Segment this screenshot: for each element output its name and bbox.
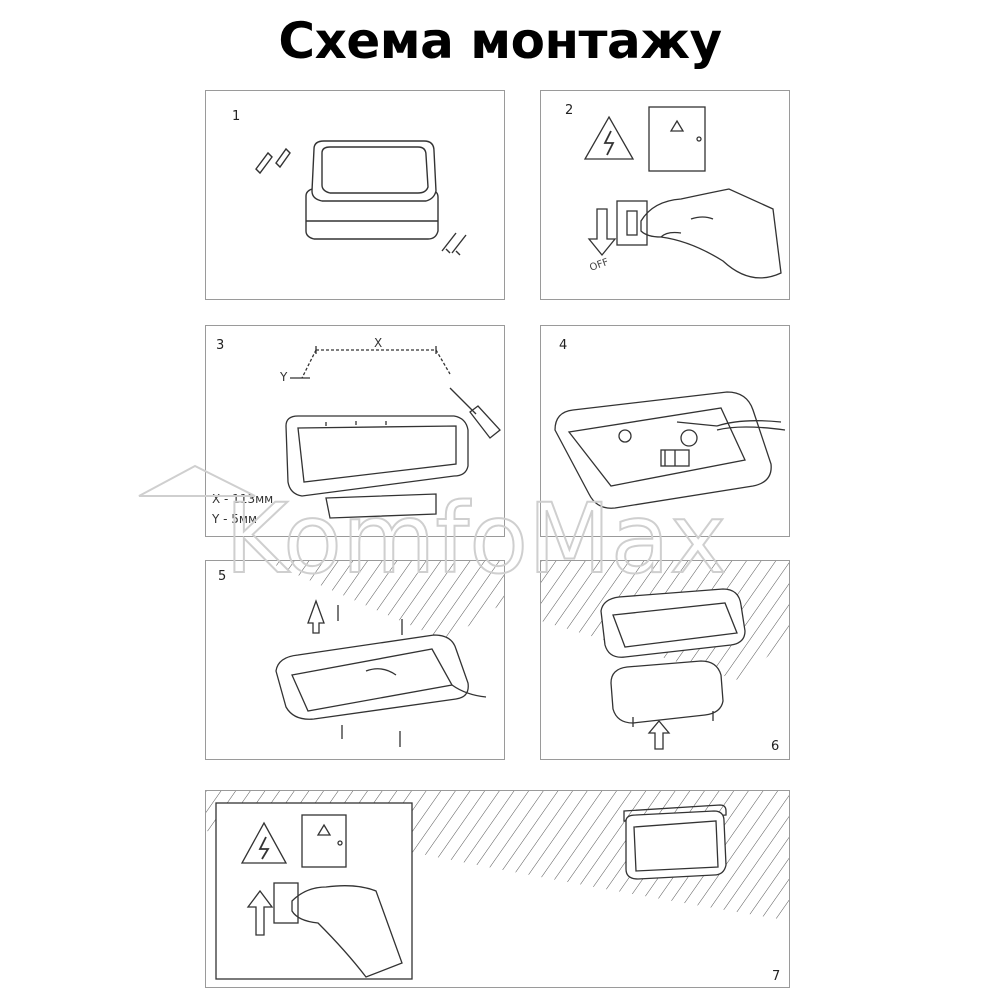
terminal-block-icon — [660, 449, 690, 467]
high-voltage-warning-icon — [240, 821, 288, 864]
screw-icon — [441, 232, 467, 256]
power-on-illustration — [206, 791, 789, 980]
arrow-up-icon — [246, 889, 274, 936]
arrow-up-icon — [647, 719, 671, 750]
step-7-panel: 7 — [205, 790, 790, 988]
power-off-illustration: OFF — [583, 106, 782, 279]
page-title: Схема монтажу — [278, 12, 722, 70]
wiring-connection-illustration — [554, 391, 786, 509]
step-6-number: 6 — [771, 739, 780, 754]
electrical-panel-icon — [301, 814, 347, 868]
step-1-panel: 1 — [205, 90, 505, 300]
step-1-number: 1 — [232, 109, 241, 124]
hand-illustration — [291, 885, 403, 978]
arrow-down-icon — [587, 208, 617, 257]
screw-icon — [618, 429, 632, 443]
step-7-number: 7 — [772, 969, 781, 984]
mounting-base-dimensions-illustration — [285, 346, 501, 519]
step-3-number: 3 — [216, 338, 225, 353]
installed-luminaire-icon — [623, 804, 727, 880]
step-4-panel: 4 — [540, 325, 790, 537]
y-value: Y - 5мм — [212, 512, 258, 526]
ceiling-surface — [266, 561, 504, 641]
luminaire-with-screws-illustration — [255, 140, 467, 256]
step-3-panel: 3 X Y X - 113мм Y - 5мм — [205, 325, 505, 537]
hand-illustration — [640, 188, 782, 279]
electrical-panel-icon — [648, 106, 706, 172]
step-2-panel: 2 OFF — [540, 90, 790, 300]
screwdriver-icon — [449, 387, 501, 439]
y-dimension-label: Y — [280, 370, 288, 384]
step-5-panel: 5 — [205, 560, 505, 760]
wall-switch-icon — [616, 200, 648, 246]
x-dimension-label: X — [374, 336, 383, 350]
high-voltage-warning-icon — [583, 115, 635, 160]
wall-switch-icon — [273, 882, 299, 924]
attach-diffuser-illustration — [541, 561, 789, 750]
off-label: OFF — [588, 257, 610, 274]
step-5-number: 5 — [218, 569, 227, 584]
step-4-number: 4 — [559, 338, 568, 353]
arrow-up-icon — [307, 599, 325, 634]
step-6-panel: 6 — [540, 560, 790, 760]
step-2-number: 2 — [565, 103, 574, 118]
inset-box — [215, 802, 413, 980]
dowel-icon — [255, 147, 291, 175]
fix-base-to-ceiling-illustration — [266, 561, 504, 747]
